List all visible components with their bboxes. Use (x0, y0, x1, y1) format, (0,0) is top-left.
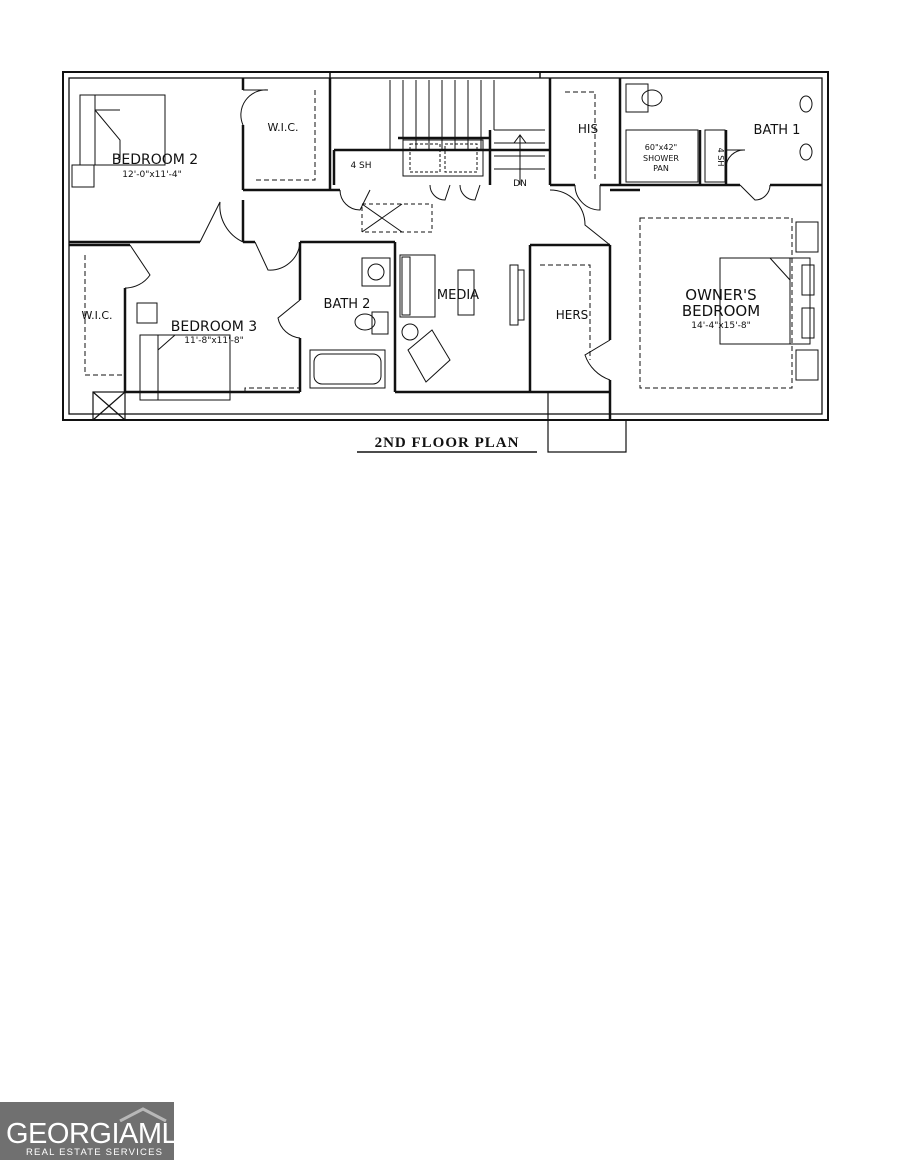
interior-walls (69, 78, 822, 420)
four-sh-left-label: 4 SH (350, 161, 371, 171)
stair-bumpout (329, 72, 541, 78)
owners-label-line1: OWNER'S (685, 286, 756, 304)
closet-shelves (84, 90, 793, 392)
georgia-mls-logo: GEORGIAMLS REAL ESTATE SERVICES (0, 1102, 174, 1160)
door-swings (124, 89, 771, 381)
exterior-walls (62, 71, 829, 421)
bedroom2-label: BEDROOM 2 (112, 152, 198, 168)
his-label: HIS (578, 122, 598, 136)
bottom-projection (92, 391, 627, 453)
owners-label-line2: BEDROOM (682, 302, 760, 320)
plan-title-group: 2ND FLOOR PLAN (357, 435, 537, 453)
four-sh-right-label: 4 SH (716, 148, 725, 167)
logo-brand-text: GEORGIAMLS (6, 1118, 174, 1150)
media-label: MEDIA (437, 288, 479, 303)
room-labels: BEDROOM 2 12'-0"x11'-4" W.I.C. 4 SH DN H… (81, 121, 800, 346)
plan-title: 2ND FLOOR PLAN (375, 435, 520, 451)
bath2-fixtures (309, 257, 391, 389)
bedroom2-dims: 12'-0"x11'-4" (122, 170, 181, 180)
shower-label-line3: PAN (653, 164, 669, 173)
bedroom3-dims: 11'-8"x11'-8" (184, 336, 243, 346)
hers-label: HERS (556, 308, 589, 322)
floor-plan-diagram: BEDROOM 2 12'-0"x11'-4" W.I.C. 4 SH DN H… (62, 71, 829, 453)
dn-label: DN (513, 179, 527, 189)
stair-treads (389, 80, 545, 185)
bed-bedroom3 (136, 302, 231, 401)
shower-label-line2: SHOWER (643, 154, 679, 163)
wic-left-label: W.I.C. (81, 309, 112, 322)
owners-dims: 14'-4"x15'-8" (691, 321, 750, 331)
bath1-fixtures (625, 83, 813, 183)
shower-label-line1: 60"x42" (645, 143, 677, 152)
bed-owners (719, 221, 819, 381)
bedroom3-label: BEDROOM 3 (171, 319, 257, 335)
bath1-label: BATH 1 (754, 123, 801, 138)
bath2-label: BATH 2 (324, 297, 371, 312)
bed-bedroom2 (71, 94, 166, 188)
media-furniture (399, 254, 525, 383)
roof-icon (119, 1107, 167, 1122)
wic-top-label: W.I.C. (267, 121, 298, 134)
laundry-box (361, 139, 484, 233)
logo-tagline: REAL ESTATE SERVICES (26, 1147, 164, 1158)
